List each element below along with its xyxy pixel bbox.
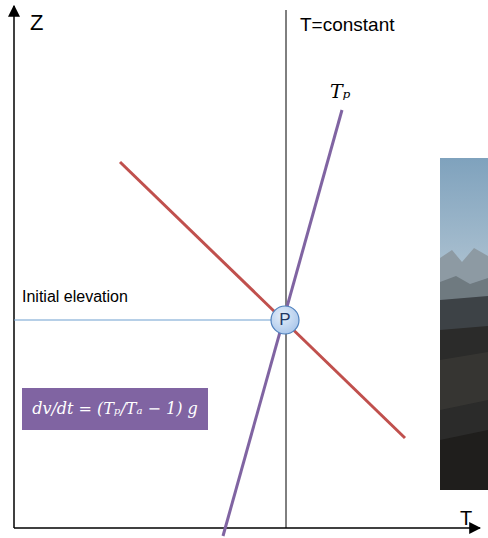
parcel-circle: P [270, 305, 300, 335]
elevation-label: Initial elevation [22, 287, 128, 306]
equation-text: dv/dt = (Tₚ/Tₐ − 1) g [32, 399, 198, 418]
parcel-profile-line [223, 110, 342, 536]
axis-label: Z [30, 10, 43, 36]
constant-temperature-line [286, 10, 287, 528]
condition-label: T=constant [300, 14, 395, 37]
t-axis [14, 527, 480, 529]
landscape-photo [440, 158, 488, 490]
elevation-line [14, 319, 272, 320]
axis-label: T [460, 506, 472, 530]
curve-label: Tₚ [330, 80, 350, 103]
z-axis [13, 6, 15, 528]
point-label: P [279, 310, 290, 330]
equation-box: dv/dt = (Tₚ/Tₐ − 1) g [22, 388, 208, 430]
